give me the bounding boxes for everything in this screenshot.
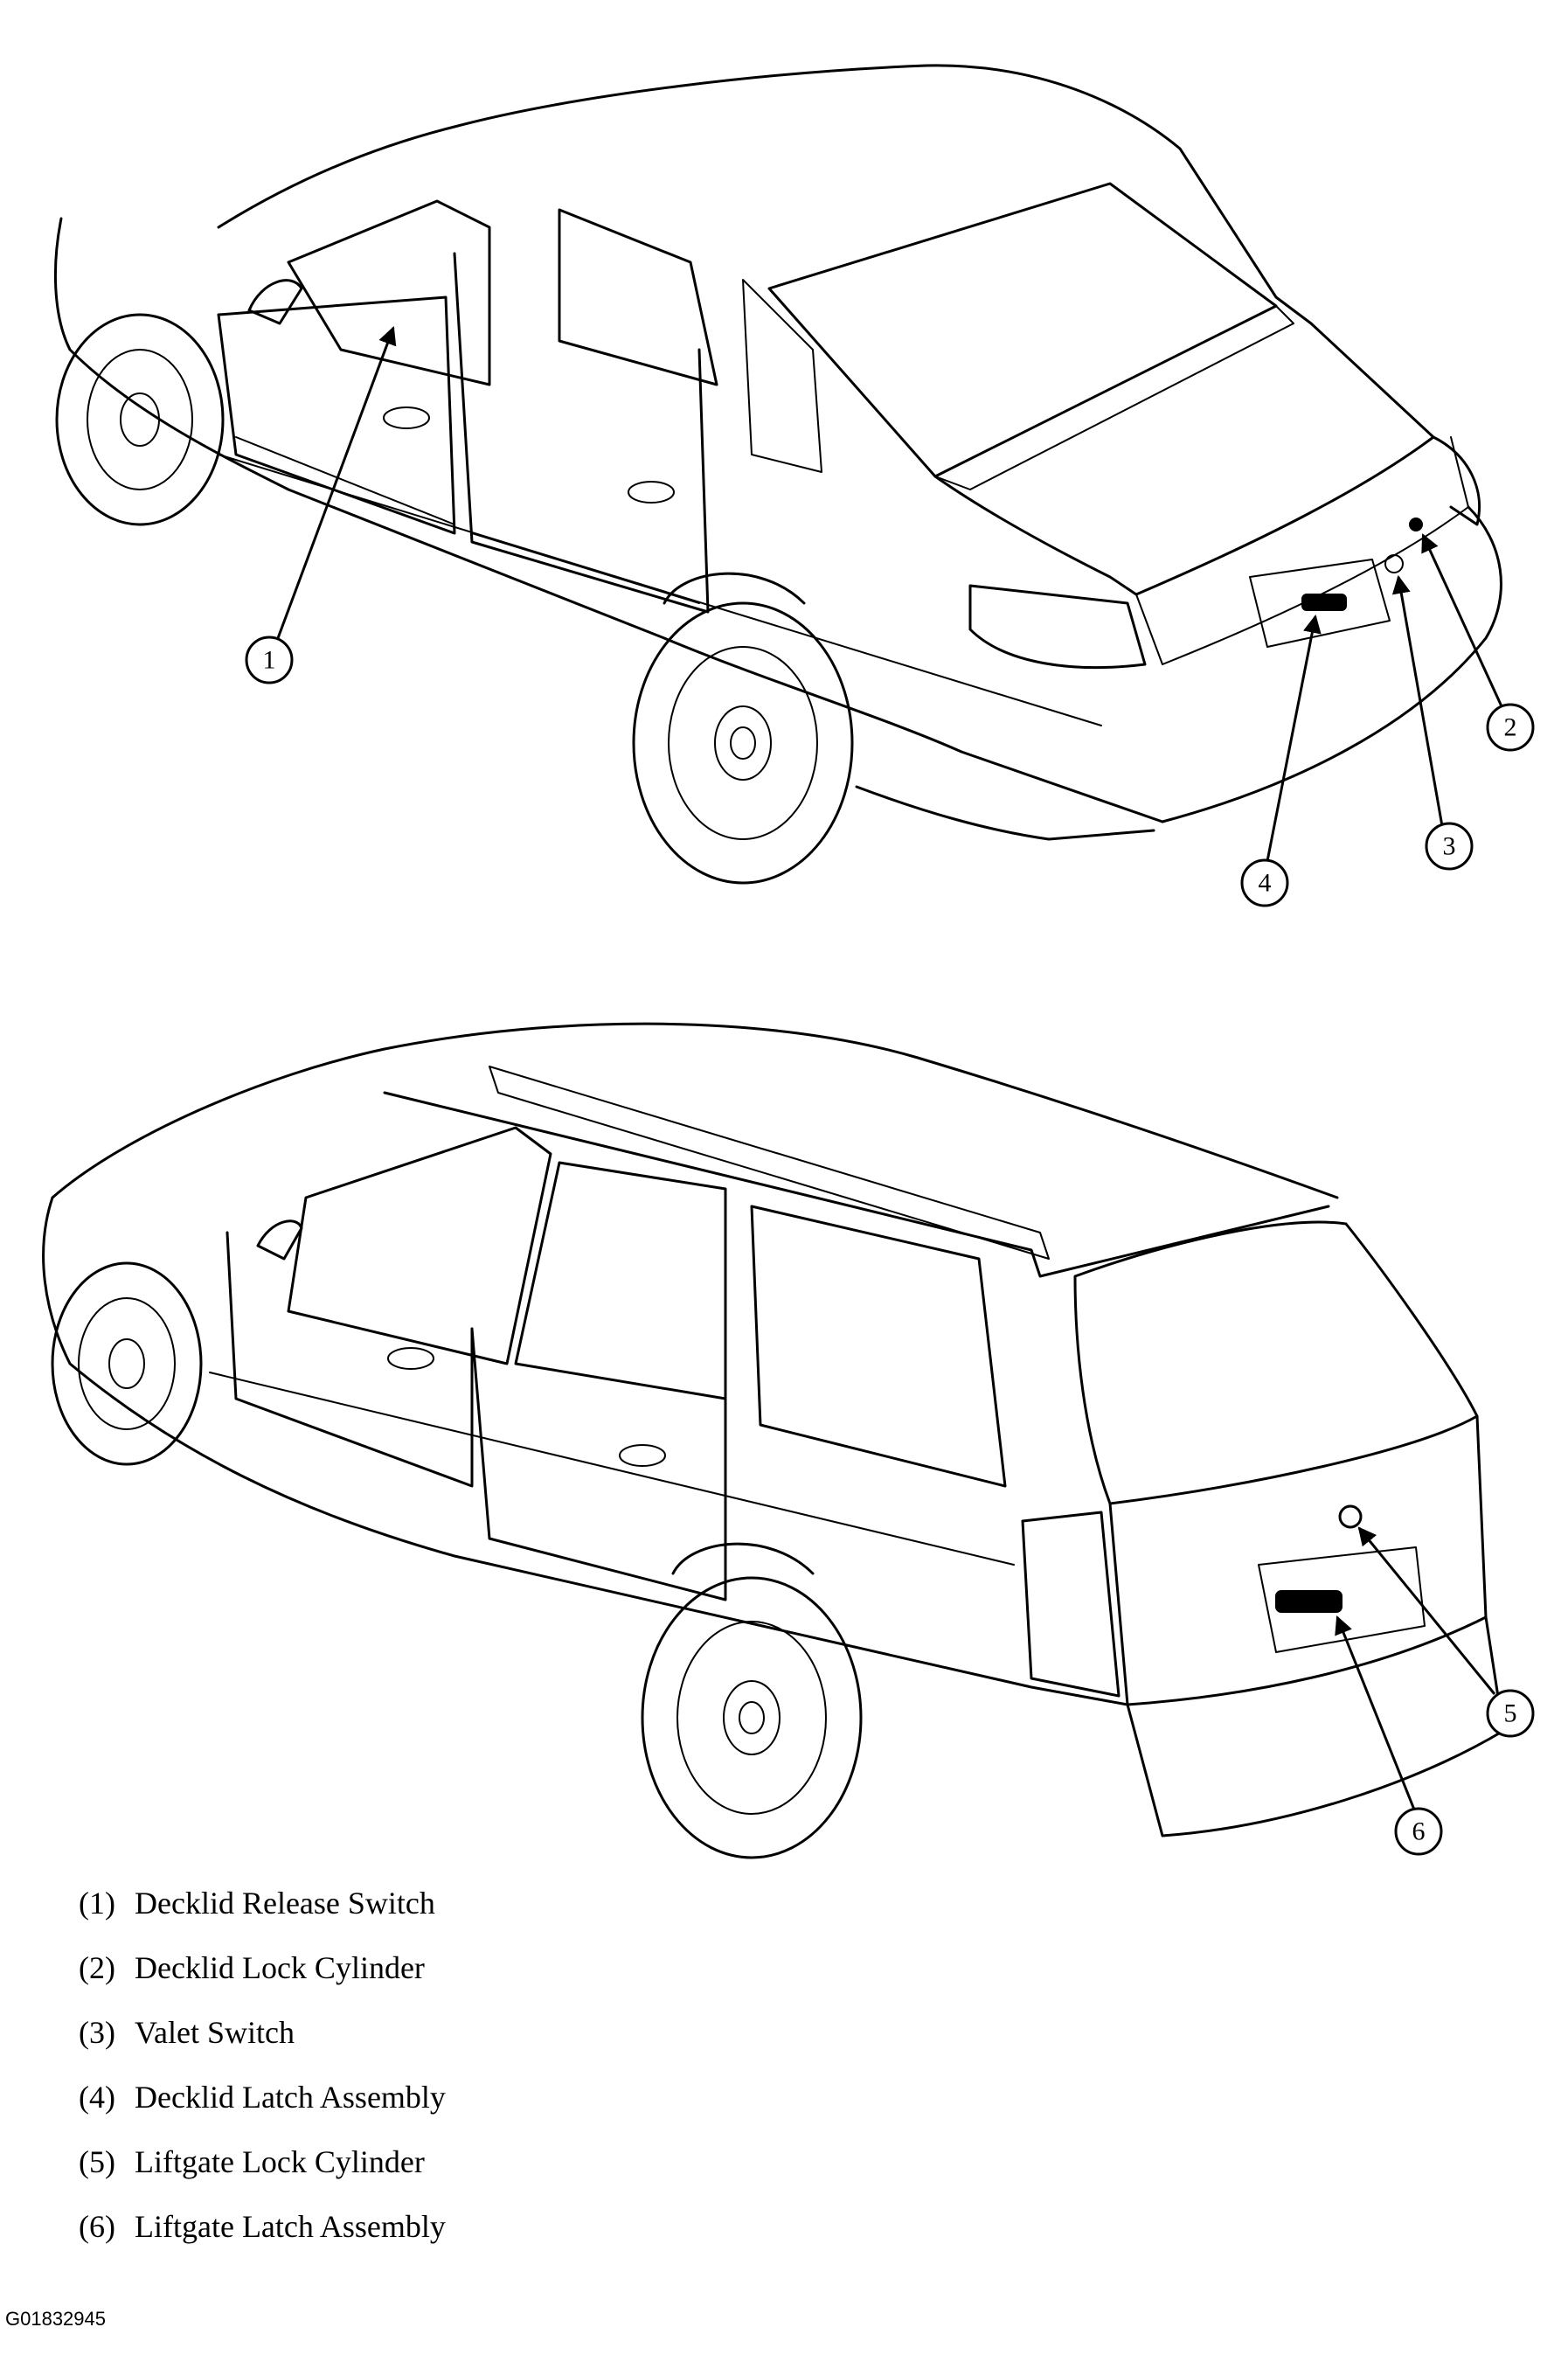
- callout-4: 4: [1240, 614, 1322, 907]
- callout-5-number: 5: [1504, 1699, 1517, 1728]
- callout-2-number: 2: [1504, 713, 1517, 742]
- legend-number: (4): [79, 2080, 115, 2115]
- wagon-illustration: [42, 1022, 1505, 1859]
- callout-1-number: 1: [263, 646, 276, 675]
- legend-number: (5): [79, 2144, 115, 2179]
- legend-label: Decklid Lock Cylinder: [135, 1950, 425, 1985]
- callout-3: 3: [1391, 574, 1474, 871]
- sedan-illustration: [53, 64, 1502, 885]
- legend-number: (3): [79, 2015, 115, 2050]
- legend-item: (4) Decklid Latch Assembly: [79, 2065, 446, 2129]
- legend-item: (2) Decklid Lock Cylinder: [79, 1935, 446, 2000]
- legend-item: (5) Liftgate Lock Cylinder: [79, 2129, 446, 2194]
- legend-label: Valet Switch: [135, 2015, 295, 2050]
- callout-3-number: 3: [1443, 832, 1456, 861]
- legend-item: (1) Decklid Release Switch: [79, 1871, 446, 1935]
- legend-item: (6) Liftgate Latch Assembly: [79, 2194, 446, 2259]
- component-legend: (1) Decklid Release Switch (2) Decklid L…: [79, 1871, 446, 2259]
- legend-number: (2): [79, 1950, 115, 1985]
- legend-item: (3) Valet Switch: [79, 2000, 446, 2065]
- legend-label: Decklid Release Switch: [135, 1886, 435, 1921]
- legend-label: Decklid Latch Assembly: [135, 2080, 446, 2115]
- legend-number: (1): [79, 1886, 115, 1921]
- callout-1: 1: [245, 326, 397, 684]
- legend-label: Liftgate Latch Assembly: [135, 2209, 446, 2244]
- figure-id: G01832945: [5, 2308, 106, 2330]
- callout-2: 2: [1421, 533, 1535, 752]
- callout-4-number: 4: [1259, 869, 1272, 898]
- legend-number: (6): [79, 2209, 115, 2244]
- callout-6: 6: [1335, 1615, 1443, 1856]
- callout-5: 5: [1357, 1526, 1535, 1738]
- legend-label: Liftgate Lock Cylinder: [135, 2144, 425, 2179]
- callout-6-number: 6: [1412, 1817, 1426, 1846]
